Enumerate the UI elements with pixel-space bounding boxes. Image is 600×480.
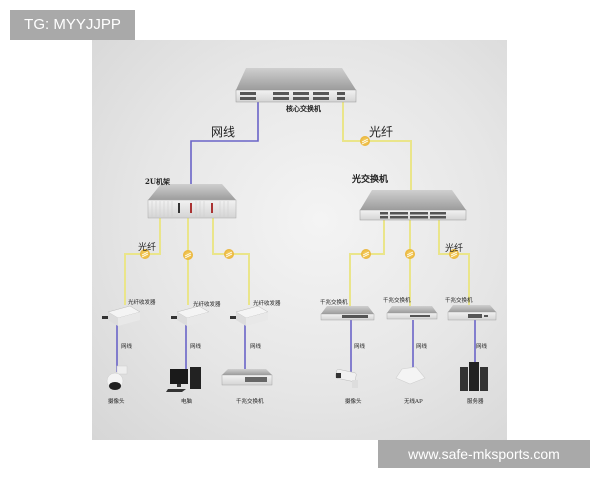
switch-label: 千兆交换机 bbox=[320, 300, 348, 306]
gigabit-switch-icon bbox=[447, 305, 497, 321]
gigabit-switch-icon bbox=[221, 369, 273, 386]
watermark-top-left: TG: MYYJJPP bbox=[10, 10, 135, 40]
diagram-panel bbox=[92, 40, 507, 440]
gigabit-switch-icon bbox=[320, 306, 375, 321]
transceiver-label: 光纤收发器 bbox=[253, 301, 281, 307]
optical-switch-label: 光交换机 bbox=[352, 175, 389, 185]
server-icon bbox=[460, 362, 488, 391]
optical-fiber-label: 光纤 bbox=[445, 244, 464, 254]
device-label: 摄像头 bbox=[345, 399, 362, 405]
rack-label: 2U机架 bbox=[145, 177, 170, 186]
cable-label: 网线 bbox=[190, 344, 202, 350]
gigabit-switch-icon bbox=[386, 306, 438, 320]
fiber-node-icon bbox=[360, 136, 370, 146]
fiber-node-icon bbox=[183, 250, 193, 260]
fiber-node-icon bbox=[449, 249, 459, 259]
dome-camera-icon bbox=[106, 365, 128, 390]
fiber-transceiver-icon bbox=[171, 305, 210, 326]
fiber-transceiver-icon bbox=[230, 305, 269, 326]
fiber-node-icon bbox=[224, 249, 234, 259]
ethernet-links bbox=[116, 100, 476, 372]
device-label: 电脑 bbox=[181, 399, 193, 405]
fiber-node-icon bbox=[405, 249, 415, 259]
transceiver-label: 光纤收发器 bbox=[193, 302, 221, 308]
cable-label: 网线 bbox=[416, 344, 428, 350]
device-label: 无线AP bbox=[404, 399, 423, 405]
optical-switch-icon bbox=[359, 190, 467, 221]
bullet-camera-icon bbox=[335, 369, 358, 388]
device-label: 服务器 bbox=[467, 399, 484, 405]
watermark-url: www.safe-mksports.com bbox=[378, 440, 590, 468]
fiber-link-label: 光纤 bbox=[369, 125, 394, 139]
fiber-node-icon bbox=[140, 249, 150, 259]
switch-label: 千兆交换机 bbox=[445, 298, 473, 304]
core-switch-icon bbox=[235, 68, 357, 103]
rack-chassis-icon bbox=[147, 184, 237, 219]
wireless-ap-icon bbox=[395, 366, 426, 385]
cable-label: 网线 bbox=[121, 344, 133, 350]
cable-label: 网线 bbox=[250, 344, 262, 350]
device-label: 摄像头 bbox=[108, 399, 125, 405]
fiber-node-icon bbox=[361, 249, 371, 259]
core-switch-label: 核心交换机 bbox=[286, 104, 321, 113]
rack-fiber-label: 光纤 bbox=[138, 243, 157, 253]
cable-label: 网线 bbox=[476, 344, 488, 350]
fiber-transceiver-icon bbox=[102, 305, 141, 326]
ethernet-link-label: 网线 bbox=[211, 125, 236, 139]
device-label: 千兆交换机 bbox=[236, 399, 264, 405]
cable-label: 网线 bbox=[354, 344, 366, 350]
switch-label: 千兆交换机 bbox=[383, 298, 411, 304]
fiber-connector-nodes bbox=[140, 136, 459, 260]
transceiver-label: 光纤收发器 bbox=[128, 300, 156, 306]
desktop-computer-icon bbox=[166, 367, 201, 392]
